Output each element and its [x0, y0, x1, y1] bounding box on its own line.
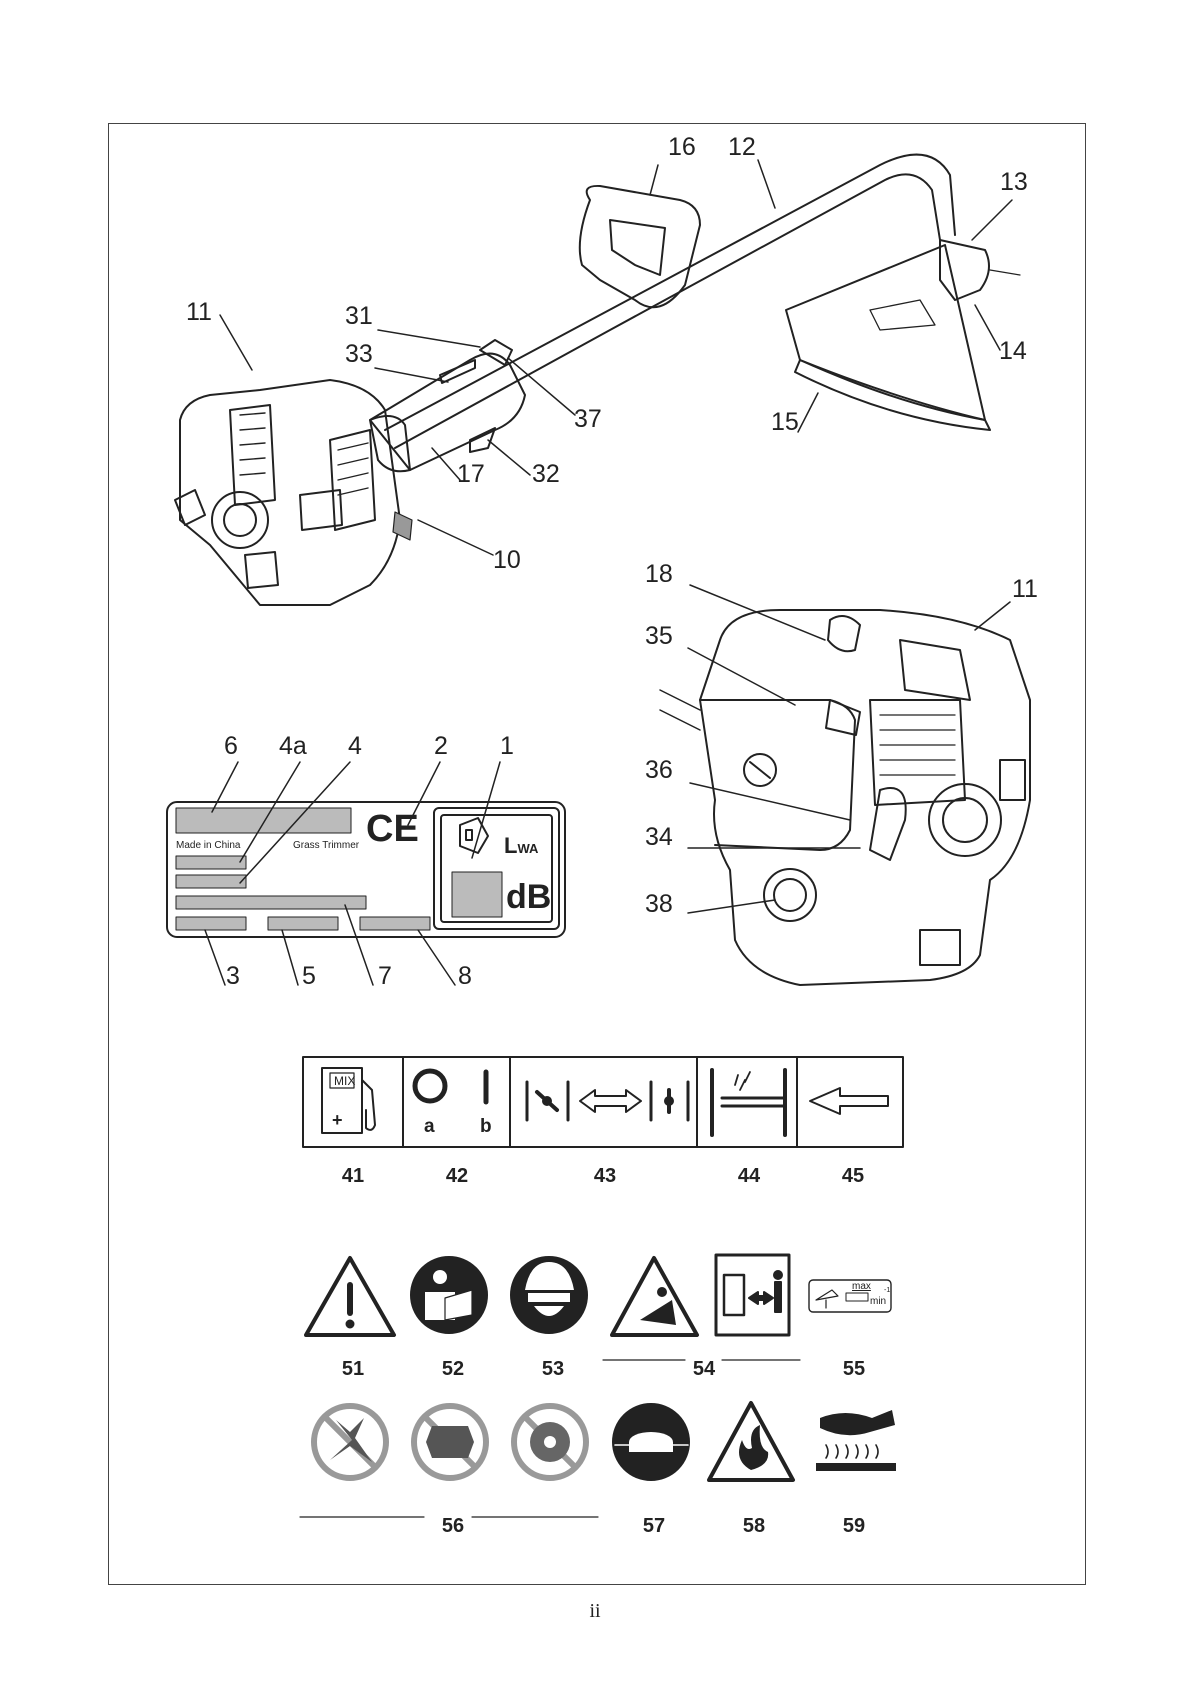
label-35: 35 [645, 622, 673, 651]
label-7: 7 [378, 962, 392, 991]
label-17: 17 [457, 460, 485, 489]
rating-plate-drawing [167, 762, 565, 985]
label-6: 6 [224, 732, 238, 761]
switch-b-label: b [480, 1116, 492, 1138]
ce-mark: CE [366, 808, 419, 851]
label-34: 34 [645, 823, 673, 852]
label-13: 13 [1000, 168, 1028, 197]
label-4a: 4a [279, 732, 307, 761]
db-mark: dB [506, 878, 551, 917]
symbol-number-56: 56 [423, 1515, 483, 1538]
label-31: 31 [345, 302, 373, 331]
lwa-mark: LWA [504, 833, 538, 859]
symbol-number-52: 52 [423, 1358, 483, 1381]
safety-symbols-row2-drawing [314, 1403, 896, 1480]
max-label: max [852, 1281, 871, 1292]
label-11-engine: 11 [1012, 575, 1038, 604]
page-number: ii [0, 1600, 1190, 1623]
fuel-mix-label: MIX [334, 1074, 355, 1088]
label-10: 10 [493, 546, 521, 575]
label-16: 16 [668, 133, 696, 162]
engine-detail-drawing [660, 585, 1030, 985]
label-33: 33 [345, 340, 373, 369]
switch-a-label: a [424, 1116, 435, 1138]
label-15: 15 [771, 408, 799, 437]
control-symbols-drawing [303, 1057, 903, 1147]
label-2: 2 [434, 732, 448, 761]
lwa-sub: WA [517, 841, 538, 856]
symbol-number-43: 43 [575, 1165, 635, 1188]
label-14: 14 [999, 337, 1027, 366]
symbol-number-42: 42 [427, 1165, 487, 1188]
symbol-number-44: 44 [719, 1165, 779, 1188]
label-37: 37 [574, 405, 602, 434]
symbol-number-57: 57 [624, 1515, 684, 1538]
symbol-number-55: 55 [824, 1358, 884, 1381]
trimmer-drawing [175, 155, 1020, 605]
symbol-number-51: 51 [323, 1358, 383, 1381]
label-1: 1 [500, 732, 514, 761]
plate-product: Grass Trimmer [293, 840, 359, 851]
label-5: 5 [302, 962, 316, 991]
symbol-number-45: 45 [823, 1165, 883, 1188]
label-12: 12 [728, 133, 756, 162]
fuel-plus-label: + [332, 1110, 343, 1131]
label-32: 32 [532, 460, 560, 489]
min-exponent: -1 [884, 1287, 890, 1294]
symbol-number-59: 59 [824, 1515, 884, 1538]
safety-symbols-row1-drawing [300, 1255, 891, 1517]
symbol-number-54: 54 [674, 1358, 734, 1381]
label-36: 36 [645, 756, 673, 785]
lwa-main: L [504, 833, 517, 858]
label-38: 38 [645, 890, 673, 919]
label-18: 18 [645, 560, 673, 589]
symbol-number-58: 58 [724, 1515, 784, 1538]
symbol-number-41: 41 [323, 1165, 383, 1188]
label-3: 3 [226, 962, 240, 991]
label-11-trimmer: 11 [186, 298, 212, 327]
min-label: min [870, 1296, 886, 1307]
symbol-number-53: 53 [523, 1358, 583, 1381]
label-4: 4 [348, 732, 362, 761]
plate-made-in: Made in China [176, 840, 240, 851]
label-8: 8 [458, 962, 472, 991]
